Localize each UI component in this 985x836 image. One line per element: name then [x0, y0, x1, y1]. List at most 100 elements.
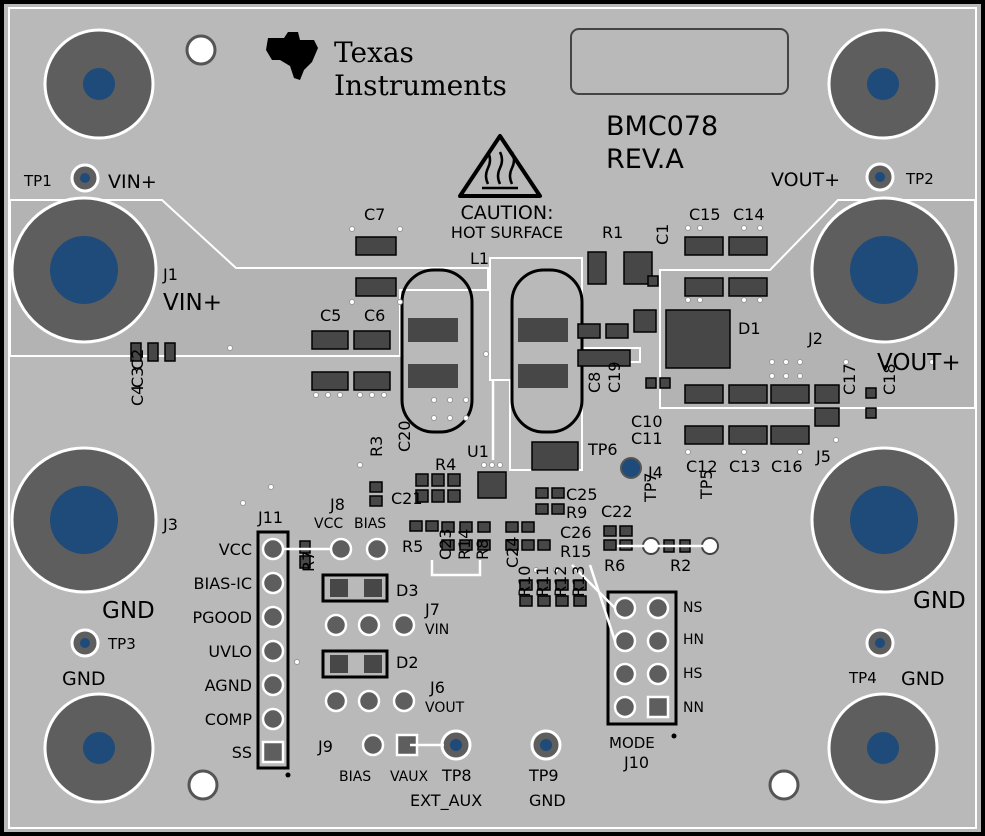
label-c24: C24 [503, 536, 522, 568]
label-r15: R15 [560, 542, 591, 561]
label-c22: C22 [601, 502, 633, 521]
label-c12: C12 [686, 457, 718, 476]
label-biassmall: BIAS [354, 516, 386, 532]
label-c16: C16 [771, 457, 803, 476]
label-j4: J4 [647, 463, 663, 482]
diode-d3 [321, 573, 389, 603]
label-r9: R9 [566, 503, 587, 522]
label-ns: NS [683, 600, 702, 616]
company-name-line2: Instruments [334, 69, 507, 102]
label-c1: C1 [653, 224, 672, 245]
label-c14: C14 [733, 205, 765, 224]
j9-pin-bias [361, 733, 385, 757]
label-tp1: TP1 [23, 172, 52, 190]
label-tp9: TP9 [528, 766, 559, 785]
label-gndtp4: GND [901, 668, 945, 690]
label-r12: R12 [551, 566, 570, 597]
label-c23: C23 [436, 528, 455, 560]
label-tp7: TP7 [641, 472, 660, 503]
label-c5: C5 [320, 306, 341, 325]
label-d3: D3 [396, 581, 419, 600]
label-c10: C10 [631, 412, 663, 431]
j7-pin-2 [357, 613, 381, 637]
label-biasj9: BIAS [339, 769, 371, 785]
label-c26: C26 [560, 523, 592, 542]
label-gndleft: GND [102, 598, 155, 624]
j11-pin-label-pgood: PGOOD [192, 608, 252, 627]
smd-pads [130, 236, 877, 607]
label-j7: J7 [424, 600, 440, 619]
j6-pin-3 [392, 689, 416, 713]
jumpers [324, 537, 419, 757]
label-c13: C13 [729, 457, 761, 476]
label-hs: HS [683, 666, 703, 682]
standoffs [43, 28, 939, 804]
texas-state-icon [266, 32, 318, 80]
silk-traces [283, 380, 710, 747]
j6-pin-1 [324, 689, 348, 713]
label-vout-big: VOUT+ [877, 350, 961, 376]
label-c18: C18 [880, 363, 899, 395]
label-area [570, 28, 789, 95]
j11-pin-label-uvlo: UVLO [208, 642, 252, 661]
label-gndtp3: GND [62, 668, 106, 690]
label-c8: C8 [585, 372, 604, 393]
label-nn: NN [683, 700, 704, 716]
label-r4: R4 [435, 455, 456, 474]
mount-hole-bottom-right [768, 769, 800, 801]
company-name-line1: Texas [334, 36, 414, 69]
label-tp8: TP8 [441, 766, 472, 785]
label-l1: L1 [470, 249, 489, 268]
label-c4: C4 [128, 385, 147, 406]
label-r11: R11 [533, 566, 552, 597]
label-r2: R2 [670, 556, 691, 575]
label-hn: HN [683, 632, 704, 648]
label-vin-small: VIN+ [108, 171, 157, 193]
caution-subtitle: HOT SURFACE [451, 223, 563, 242]
label-ext-aux: EXT_AUX [410, 791, 482, 811]
label-r10: R10 [515, 566, 534, 597]
label-r8: R8 [473, 539, 492, 560]
mounting-holes [185, 34, 800, 801]
label-tp4: TP4 [848, 669, 877, 687]
board-model: BMC078 [606, 111, 718, 142]
j11-pin-label-comp: COMP [205, 710, 253, 729]
label-vout-small: VOUT+ [771, 169, 840, 191]
label-j9: J9 [317, 737, 333, 756]
label-c2: C2 [128, 349, 147, 370]
label-vaux: VAUX [390, 769, 429, 785]
ti-logo: Texas Instruments [266, 32, 507, 102]
mount-hole-bottom-left [187, 769, 219, 801]
j8-pin-vcc [329, 537, 353, 561]
j11-pin-label-ss: SS [232, 743, 252, 762]
label-d2: D2 [396, 653, 419, 672]
label-j5: J5 [815, 447, 831, 466]
header-j11-outline [256, 530, 290, 770]
label-r1: R1 [602, 223, 623, 242]
label-d1: D1 [738, 319, 761, 338]
label-j8: J8 [329, 495, 345, 514]
caution-title: CAUTION: [461, 202, 554, 224]
label-c21: C21 [391, 489, 423, 508]
j7-pin-3 [392, 613, 416, 637]
warning-triangle-icon [458, 134, 542, 198]
label-c19: C19 [605, 361, 624, 393]
label-j3: J3 [162, 515, 178, 534]
label-j2: J2 [807, 329, 823, 348]
label-mode: MODE [609, 734, 655, 752]
j7-pin-1 [324, 613, 348, 637]
label-c15: C15 [689, 205, 721, 224]
label-j11: J11 [257, 508, 283, 527]
label-tp2: TP2 [905, 170, 934, 188]
board-revision: REV.A [606, 144, 684, 175]
heat-waves-icon [482, 151, 518, 190]
mode-header-j10 [606, 590, 678, 739]
mount-hole-top-left [185, 34, 217, 66]
label-r5: R5 [402, 537, 423, 556]
j11-pin-label-vcc: VCC [219, 540, 252, 559]
j11-pin-label-agnd: AGND [205, 676, 252, 695]
label-c20: C20 [395, 420, 414, 452]
board-edge-silk [8, 7, 977, 829]
